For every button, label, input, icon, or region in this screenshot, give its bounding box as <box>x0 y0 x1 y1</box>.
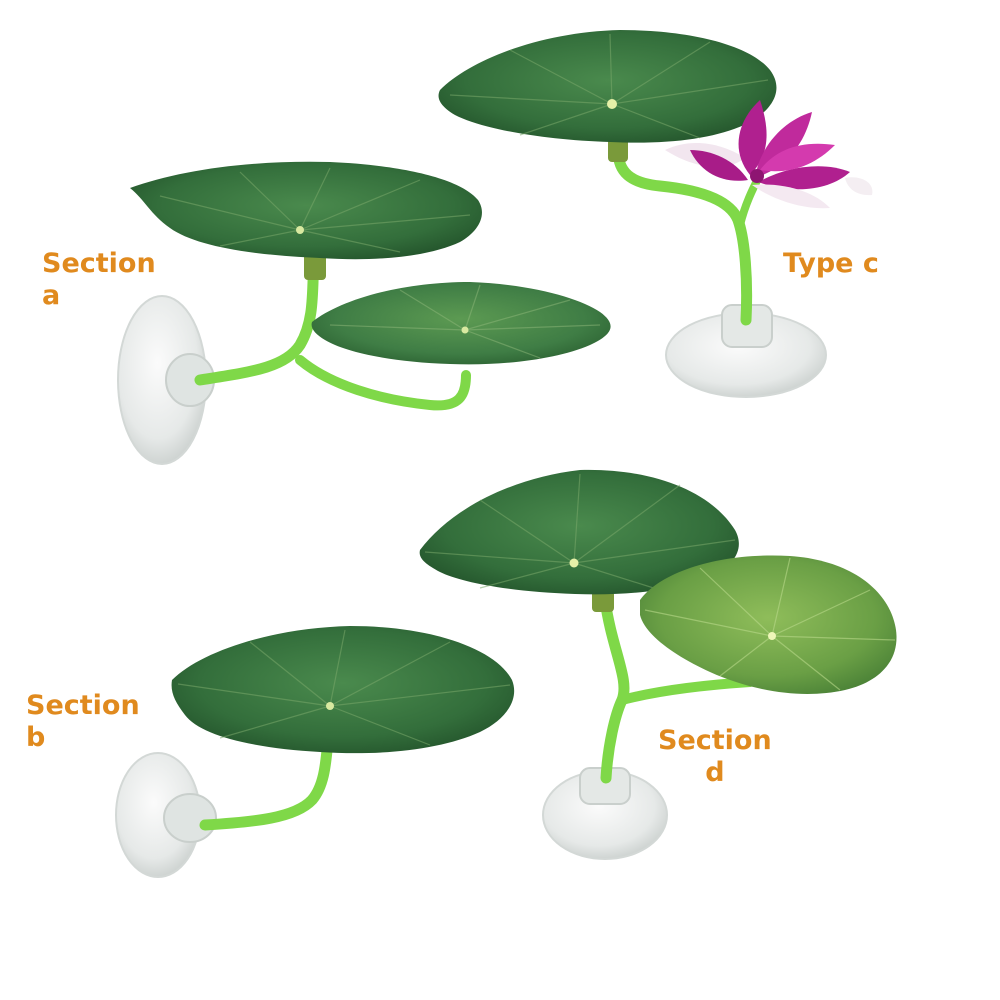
stem-a <box>194 249 320 386</box>
label-section-b: Section b <box>26 690 140 754</box>
label-section-a-line2: a <box>42 280 61 311</box>
product-section-a <box>117 161 611 465</box>
product-section-b <box>115 626 515 878</box>
leaf-d-lower <box>640 555 897 694</box>
stem-d-branch <box>617 677 755 705</box>
leaf-c <box>438 30 777 143</box>
leaf-b <box>171 626 515 754</box>
label-section-a-line1: Section <box>42 248 156 279</box>
label-section-a: Section a <box>42 248 156 312</box>
stem-c <box>612 144 753 326</box>
label-section-d-line1: Section <box>658 725 772 756</box>
label-type-c: Type c <box>783 248 879 280</box>
label-section-d: Section d <box>658 725 772 789</box>
product-type-c <box>438 30 873 398</box>
stem-b <box>199 734 334 831</box>
label-type-c-line1: Type c <box>783 248 879 279</box>
flower-c <box>665 100 873 209</box>
leaf-a-lower <box>311 282 611 365</box>
product-section-d <box>419 469 897 860</box>
stem-a-branch <box>295 355 471 411</box>
label-section-b-line1: Section <box>26 690 140 721</box>
suction-cup-b-nub <box>163 793 217 843</box>
label-section-b-line2: b <box>26 722 46 753</box>
label-section-d-line2: d <box>705 757 725 788</box>
leaf-a-upper <box>130 161 482 260</box>
stem-d <box>599 594 630 784</box>
